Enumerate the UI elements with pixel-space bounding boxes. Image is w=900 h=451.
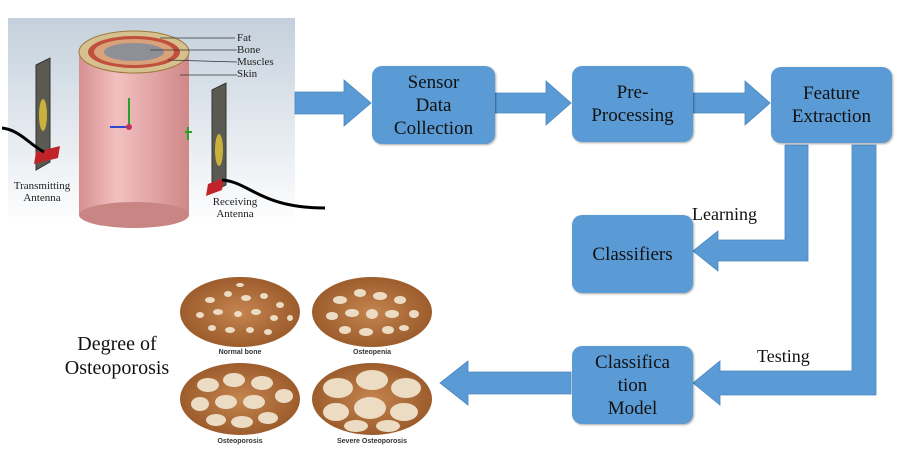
arrow-feature-to-model (692, 144, 877, 406)
transmit-cable (1, 126, 45, 154)
edge-label-learning: Learning (692, 204, 757, 224)
sample-osteoporosis (180, 363, 300, 435)
arrow-feature-to-classifiers (692, 144, 809, 272)
node-classification-model: Classifica tion Model (572, 346, 693, 424)
bone-samples (180, 277, 432, 435)
receive-cable (221, 178, 326, 210)
arrow-sensor-to-preprocessing (494, 80, 572, 126)
receiving-antenna-plate (185, 82, 227, 196)
degree-of-osteoporosis-title: Degree of Osteoporosis (64, 333, 170, 379)
layer-label-muscles: Muscles (237, 56, 274, 68)
caption-normal-bone: Normal bone (218, 349, 262, 356)
layer-label-skin: Skin (237, 68, 258, 80)
edge-label-testing: Testing (757, 346, 810, 366)
arrow-sim-to-sensor (294, 79, 372, 127)
layer-label-fat: Fat (237, 32, 252, 44)
node-sensor-data-collection: Sensor Data Collection (372, 66, 495, 144)
tissue-cylinder (78, 30, 190, 228)
caption-osteopenia: Osteopenia (352, 349, 392, 356)
sample-normal-bone (180, 277, 300, 347)
antenna-simulation-panel (1, 18, 326, 228)
arrow-preprocessing-to-feature (692, 80, 771, 126)
sample-osteopenia (312, 277, 432, 347)
layer-label-bone: Bone (237, 44, 261, 56)
axes-gizmo-icon (110, 98, 132, 130)
flow-arrows (294, 79, 877, 406)
caption-severe-osteoporosis: Severe Osteoporosis (336, 438, 408, 445)
transmitting-antenna-label: Transmitting Antenna (13, 180, 71, 204)
layer-leader-lines (150, 37, 238, 76)
transmitting-antenna-plate (34, 57, 60, 171)
node-pre-processing: Pre- Processing (572, 66, 693, 142)
caption-osteoporosis: Osteoporosis (217, 438, 263, 445)
sample-severe-osteoporosis (312, 363, 432, 435)
arrow-model-to-outcome (439, 360, 572, 406)
receiving-antenna-label: Receiving Antenna (212, 196, 258, 220)
node-feature-extraction: Feature Extraction (771, 67, 892, 143)
node-classifiers: Classifiers (572, 215, 693, 293)
